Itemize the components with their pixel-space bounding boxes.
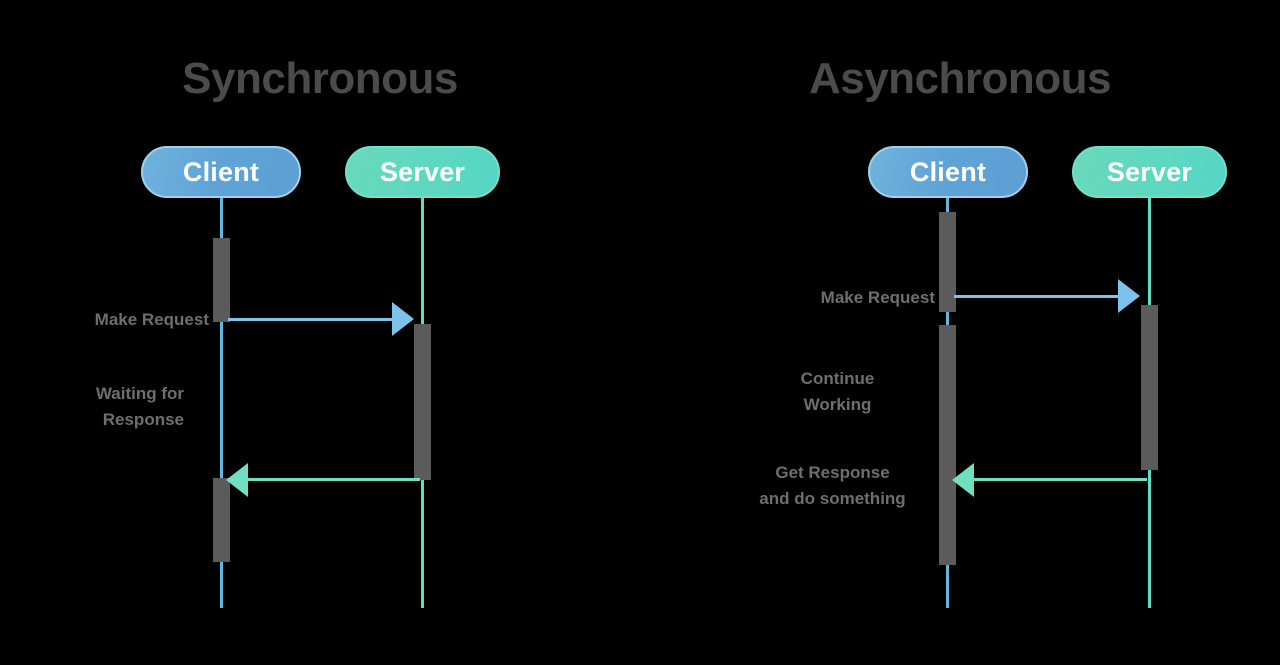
actor-label-client-async: Client bbox=[909, 156, 987, 187]
message-label-request-async: Make Request bbox=[820, 288, 935, 307]
activation-client-sync-response bbox=[213, 478, 230, 562]
message-label-response-async: Get Response and do something bbox=[759, 463, 906, 508]
actor-label-client-sync: Client bbox=[182, 156, 260, 187]
message-line-response-async bbox=[966, 478, 1147, 481]
message-line-request-async bbox=[954, 295, 1137, 298]
actor-box-server-sync[interactable]: Server bbox=[345, 146, 500, 198]
panel-asynchronous: Asynchronous Client Server Make Request … bbox=[640, 0, 1280, 665]
panel-synchronous: Synchronous Client Server Make Request W… bbox=[94, 54, 500, 608]
message-line-request-sync bbox=[228, 318, 410, 321]
arrow-head-request-sync bbox=[392, 302, 414, 336]
panel-title-asynchronous: Asynchronous bbox=[808, 54, 1112, 103]
actor-box-client-async[interactable]: Client bbox=[868, 146, 1028, 198]
arrow-head-response-async bbox=[952, 463, 974, 497]
activation-server-sync bbox=[414, 324, 431, 480]
actor-box-client-sync[interactable]: Client bbox=[141, 146, 301, 198]
panel-title-synchronous: Synchronous bbox=[182, 54, 458, 103]
arrow-head-response-sync bbox=[226, 463, 248, 497]
actor-box-server-async[interactable]: Server bbox=[1072, 146, 1227, 198]
activation-client-sync-request bbox=[213, 238, 230, 322]
actor-label-server-sync: Server bbox=[379, 156, 466, 187]
message-label-working-async: Continue Working bbox=[800, 369, 875, 414]
message-label-request-sync: Make Request bbox=[94, 310, 209, 329]
activation-client-async-working bbox=[939, 325, 956, 565]
message-line-response-sync bbox=[240, 478, 420, 481]
activation-server-async bbox=[1141, 305, 1158, 470]
arrow-head-request-async bbox=[1118, 279, 1140, 313]
lifeline-client-sync bbox=[220, 198, 223, 608]
actor-label-server-async: Server bbox=[1106, 156, 1193, 187]
message-label-waiting-sync: Waiting for Response bbox=[95, 384, 184, 429]
activation-client-async-request bbox=[939, 212, 956, 312]
